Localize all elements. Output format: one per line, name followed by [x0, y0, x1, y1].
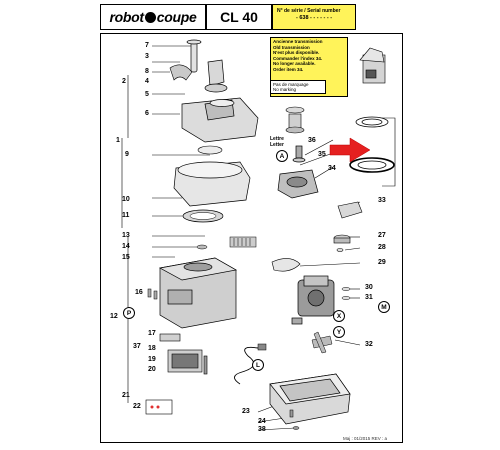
- part-number: 8: [145, 68, 149, 75]
- letter-m-marker: M: [378, 301, 390, 313]
- serial-value: - 638 - - - - - - -: [295, 15, 333, 21]
- part-number: 13: [122, 232, 130, 239]
- part-number: 27: [378, 232, 386, 239]
- part-number: 9: [125, 151, 129, 158]
- part-number: 22: [133, 403, 141, 410]
- part-number: 18: [148, 345, 156, 352]
- brand-dot-icon: [144, 11, 156, 23]
- part-number: 23: [242, 408, 250, 415]
- part-number: 11: [122, 212, 130, 219]
- letter-label-en: Letter: [270, 141, 284, 148]
- part-number: 4: [145, 78, 149, 85]
- letter-y-marker: Y: [333, 326, 345, 338]
- note-line-2: Commander l'index 34.: [273, 55, 323, 61]
- part-number: 16: [135, 289, 143, 296]
- part-number: 15: [122, 254, 130, 261]
- part-number: 37: [133, 343, 141, 350]
- note-line-1: N'est plus disponible.: [273, 50, 320, 56]
- part-number: 7: [145, 42, 149, 49]
- no-marking-note: Pas de marquage No marking: [270, 80, 326, 94]
- part-number: 32: [365, 341, 373, 348]
- part-number: 20: [148, 366, 156, 373]
- note-title-en: Old transmission: [273, 44, 310, 50]
- serial-number-box: N° de série / Serial number - 638 - - - …: [272, 4, 356, 30]
- part-number: 6: [145, 110, 149, 117]
- part-number: 33: [378, 197, 386, 204]
- part-number: 34: [328, 165, 336, 172]
- letter-p-marker: P: [123, 307, 135, 319]
- no-marking-en: No marking: [273, 87, 297, 92]
- part-number: 12: [110, 313, 118, 320]
- note-line-3: No longer available.: [273, 61, 316, 67]
- part-number: 28: [378, 244, 386, 251]
- letter-l-marker: L: [252, 359, 264, 371]
- model-name: CL 40: [206, 4, 272, 30]
- note-line-4: Order item 34.: [273, 66, 304, 72]
- brand-logo-right: coupe: [156, 9, 197, 25]
- letter-a-marker: A: [276, 150, 288, 162]
- part-number: 35: [318, 151, 326, 158]
- part-number: 1: [116, 137, 120, 144]
- part-number: 24: [258, 418, 266, 425]
- diagram-frame: [100, 33, 403, 443]
- part-number: 21: [122, 392, 130, 399]
- part-number: 2: [122, 78, 126, 85]
- part-number: 29: [378, 259, 386, 266]
- part-number: 30: [365, 284, 373, 291]
- part-number: 14: [122, 243, 130, 250]
- part-number: 10: [122, 196, 130, 203]
- letter-label: Lettre Letter: [270, 136, 284, 148]
- brand-logo-left: robot: [109, 9, 144, 25]
- no-marking-fr: Pas de marquage: [273, 82, 309, 87]
- part-number: 3: [145, 53, 149, 60]
- letter-label-fr: Lettre: [270, 136, 284, 142]
- brand-logo: robot coupe: [100, 4, 206, 30]
- part-number: 17: [148, 330, 156, 337]
- revision-footer: Maj : 01/2015 REV : a: [343, 436, 388, 441]
- note-title-fr: Ancienne transmission: [273, 39, 323, 44]
- part-number: 5: [145, 91, 149, 98]
- part-number: 38: [258, 426, 266, 433]
- letter-x-marker: X: [333, 310, 345, 322]
- part-number: 31: [365, 294, 373, 301]
- part-number: 19: [148, 356, 156, 363]
- serial-label: N° de série / Serial number: [277, 8, 341, 14]
- part-number: 36: [308, 137, 316, 144]
